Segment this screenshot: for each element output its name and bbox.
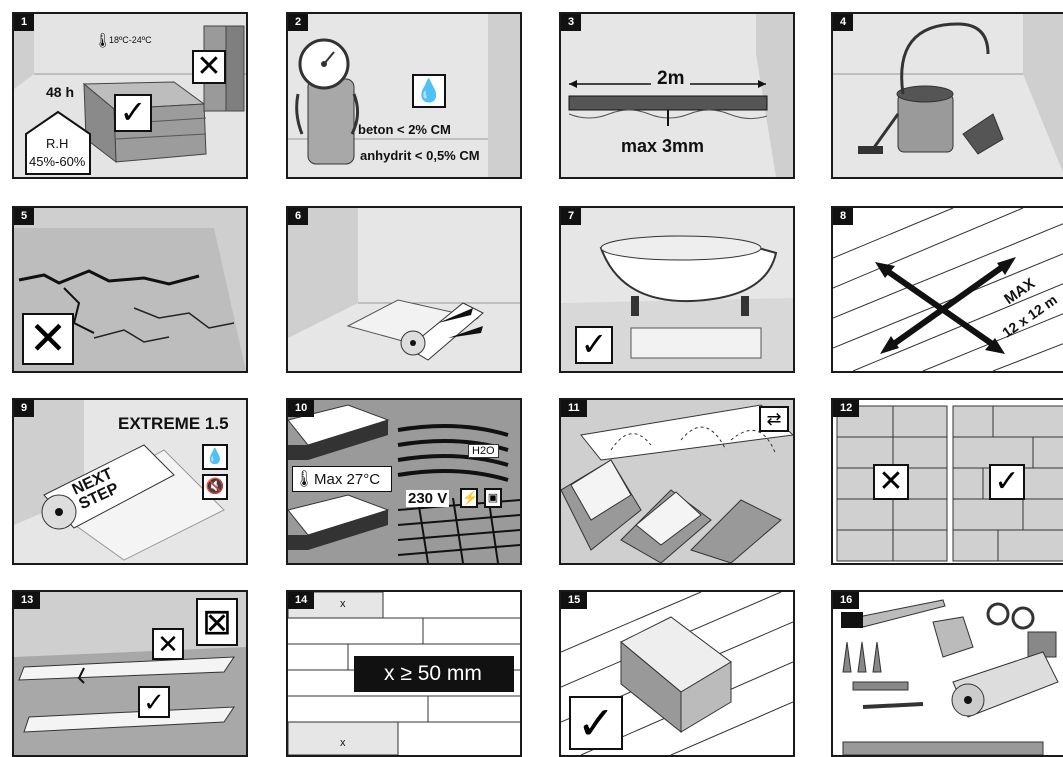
check-icon: ✓	[114, 94, 152, 132]
panel-number: 9	[14, 400, 34, 417]
panel-16: 16	[831, 590, 1063, 757]
water-label: H2O	[468, 444, 499, 458]
no-water-icon: 💧	[202, 444, 228, 470]
acclimatize-time: 48 h	[46, 84, 74, 100]
panel-number: 1	[14, 14, 34, 31]
panel-number: 11	[561, 400, 587, 417]
voltage-label: 230 V	[406, 490, 449, 507]
panel-13: 13 ✕ ✓ ⊠	[12, 590, 248, 757]
shuffle-icon: ⇄	[759, 406, 789, 432]
pattern-illustration	[833, 400, 1063, 563]
cross-icon: ✕	[22, 313, 74, 365]
panel-1: 1 🌡 18ºC-24ºC 48 h R.H 45%-60% ✓ ✕	[12, 12, 248, 179]
cross-icon: ✕	[152, 628, 184, 660]
panel-2: 2 💧 beton < 2% CM anhydrit < 0,5% CM	[286, 12, 522, 179]
panel-6: 6	[286, 206, 522, 373]
product-name: EXTREME 1.5	[118, 414, 229, 434]
underlay-roll-illustration	[288, 208, 520, 371]
panel-3: 3 2m max 3mm	[559, 12, 795, 179]
cross-icon: ✕	[873, 464, 909, 500]
level-length: 2m	[651, 68, 690, 90]
humidity-range: 45%-60%	[29, 154, 85, 169]
panel-12: 12 ✕ ✓	[831, 398, 1063, 565]
panel-number: 8	[833, 208, 853, 225]
no-broken-board-icon: ⊠	[196, 598, 238, 646]
electric-icon: ⚡	[460, 488, 478, 508]
panel-number: 6	[288, 208, 308, 225]
panel-number: 5	[14, 208, 34, 225]
panel-11: 11 ⇄	[559, 398, 795, 565]
temperature-range: 18ºC-24ºC	[109, 35, 152, 45]
cross-icon: ✕	[192, 50, 226, 84]
socket-icon: ▣	[484, 488, 502, 508]
panel-number: 13	[14, 592, 40, 609]
panel-number: 12	[833, 400, 859, 417]
panel-number: 10	[288, 400, 314, 417]
panel-4: 4	[831, 12, 1063, 179]
tools-illustration	[833, 592, 1063, 755]
anhydrite-limit: anhydrit < 0,5% CM	[360, 148, 480, 163]
panel-number: 2	[288, 14, 308, 31]
panel-8: 8 MAX 12 x 12 m	[831, 206, 1063, 373]
panel-15: 15 ✓	[559, 590, 795, 757]
concrete-limit: beton < 2% CM	[358, 122, 451, 137]
panel-5: 5 ✕	[12, 206, 248, 373]
panel-number: 7	[561, 208, 581, 225]
panel-number: 4	[833, 14, 853, 31]
offset-bottom-label: x	[340, 737, 346, 749]
panel-9: 9 NEXT STEP EXTREME 1.5 💧 🔇	[12, 398, 248, 565]
vacuum-illustration	[833, 14, 1063, 177]
no-noise-icon: 🔇	[202, 474, 228, 500]
check-icon: ✓	[138, 686, 170, 718]
check-icon: ✓	[575, 326, 613, 364]
check-icon: ✓	[989, 464, 1025, 500]
panel-10: 10 H2O 🌡 Max 27°C 230 V ⚡ ▣	[286, 398, 522, 565]
max-temperature: Max 27°C	[314, 471, 380, 488]
humidity-label: R.H	[46, 136, 68, 151]
panel-number: 3	[561, 14, 581, 31]
thermometer-icon: 🌡	[294, 469, 314, 489]
offset-top-label: x	[340, 598, 346, 610]
water-drop-icon: 💧	[412, 74, 446, 108]
offset-rule: x ≥ 50 mm	[384, 662, 482, 686]
panel-14: 14 x x x ≥ 50 mm	[286, 590, 522, 757]
panel-number: 16	[833, 592, 859, 609]
check-icon: ✓	[569, 696, 623, 750]
panel-number: 15	[561, 592, 587, 609]
flatness-tolerance: max 3mm	[621, 136, 704, 157]
panel-7: 7 ✓	[559, 206, 795, 373]
panel-number: 14	[288, 592, 314, 609]
